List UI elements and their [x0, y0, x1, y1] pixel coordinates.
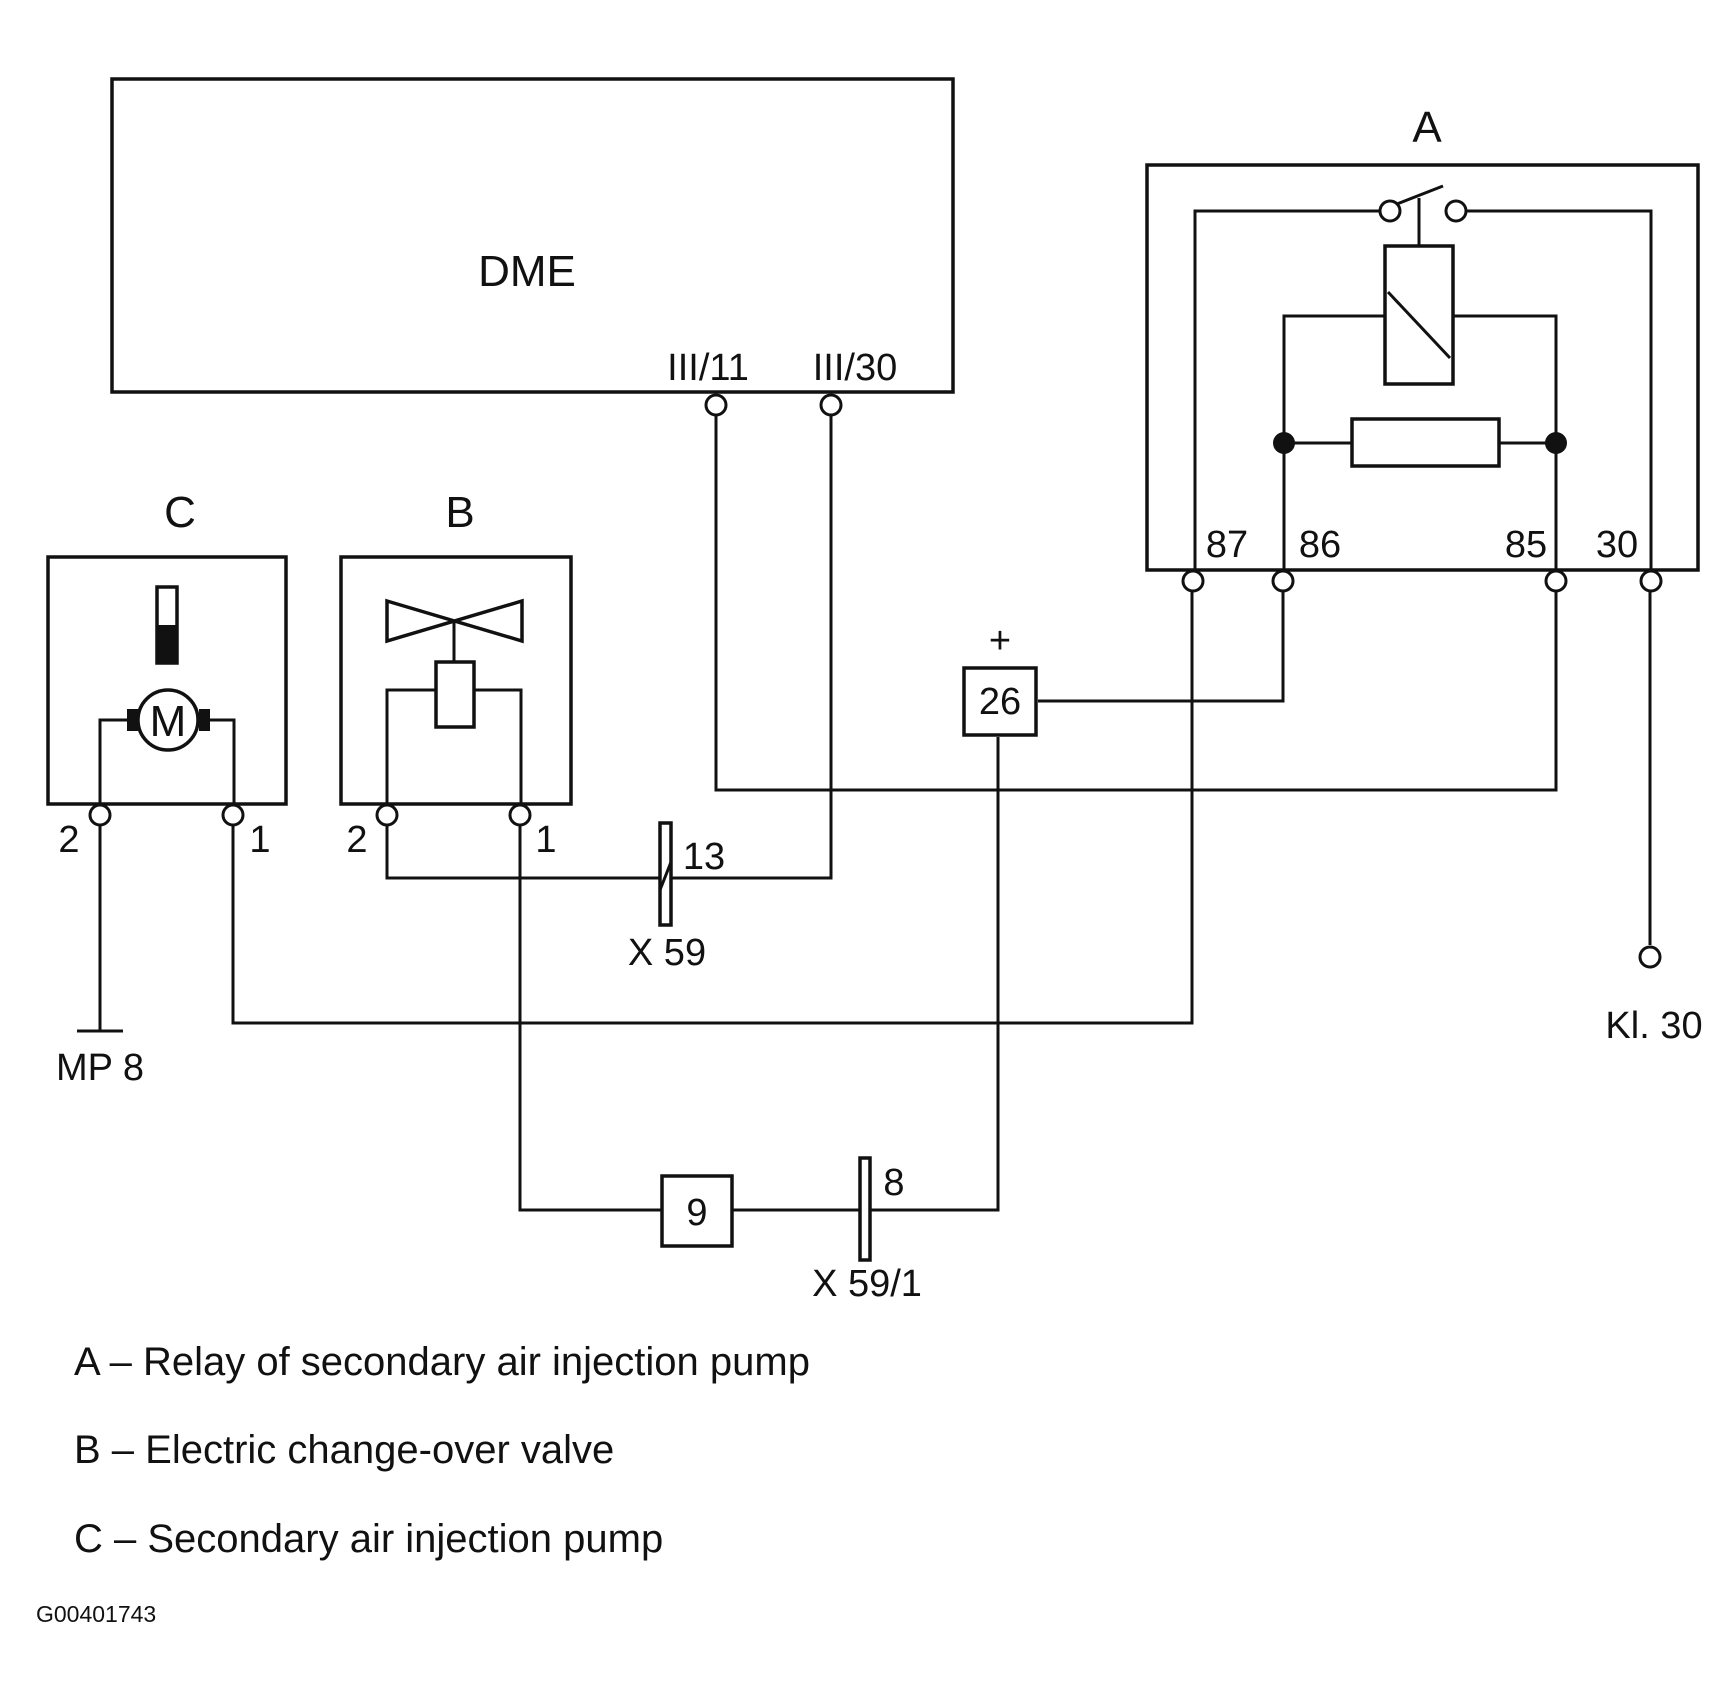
- relay-pin-30: [1639, 569, 1663, 593]
- valve-pin-label-2: 2: [346, 819, 367, 861]
- kl30-terminal: [1638, 945, 1662, 969]
- wires: [77, 415, 1652, 1212]
- box-9: 9: [660, 1174, 734, 1248]
- relay-contact-left: [1378, 199, 1402, 223]
- relay-contact-wire-30: [1466, 209, 1653, 570]
- dme-box: [110, 77, 955, 394]
- relay-pin-85: [1544, 569, 1568, 593]
- dme-pin-iii30: [819, 393, 843, 417]
- connector-x59-hatch: [658, 861, 673, 891]
- pump-internal-wire-left: [98, 718, 131, 804]
- pump-letter: C: [164, 488, 196, 537]
- wire-x59-1-to-box26: [868, 737, 1000, 1212]
- relay-pin-label-86: 86: [1299, 524, 1341, 566]
- pump-motor-label: M: [150, 697, 187, 746]
- dme-label: DME: [478, 247, 576, 296]
- relay-letter: A: [1412, 103, 1442, 152]
- connector-x59-1-bar: [858, 1156, 872, 1262]
- valve-internal-wire-right: [474, 688, 523, 804]
- wire-pump-pin1-to-relay-87: [231, 590, 1194, 1025]
- relay-coil-wire-85: [1453, 314, 1558, 570]
- legend-item-c: C – Secondary air injection pump: [74, 1517, 663, 1561]
- connector-x59-1-pin: 8: [883, 1162, 904, 1204]
- wire-dme-iii11-to-relay-85: [714, 415, 1558, 792]
- relay-pin-label-85: 85: [1505, 524, 1547, 566]
- dme-pin-label-iii11: III/11: [667, 347, 749, 389]
- dme-unit: DME III/11 III/30: [110, 77, 955, 417]
- relay-resistor: [1350, 417, 1501, 468]
- pump-pin-1: [221, 803, 245, 827]
- valve-pin-label-1: 1: [535, 819, 556, 861]
- dme-pin-iii11: [704, 393, 728, 417]
- relay-a: A 87 86 85 30: [1145, 103, 1700, 593]
- valve-pin-2: [375, 803, 399, 827]
- figure-id: G00401743: [36, 1601, 156, 1627]
- kl30-label: Kl. 30: [1605, 1005, 1702, 1047]
- relay-pin-label-87: 87: [1206, 524, 1248, 566]
- fuse-plus-sign: +: [989, 620, 1011, 662]
- relay-coil-wire-86: [1282, 314, 1385, 570]
- wire-box26-to-relay-86: [1038, 590, 1285, 703]
- relay-contact-right: [1444, 199, 1468, 223]
- fuse-box-26-rect: [962, 666, 1038, 737]
- legend-item-b: B – Electric change-over valve: [74, 1428, 614, 1472]
- pump-c: C M 2 1: [46, 488, 288, 861]
- relay-coil-diagonal: [1386, 290, 1452, 360]
- valve-pin-1: [508, 803, 532, 827]
- wire-valve-pin2-to-x59: [385, 825, 660, 880]
- valve-internal-wire-left: [385, 688, 436, 804]
- connector-x59-pin: 13: [683, 836, 725, 878]
- pump-pin-label-1: 1: [249, 819, 270, 861]
- box-9-rect: [660, 1174, 734, 1248]
- pump-pin-label-2: 2: [58, 819, 79, 861]
- relay-node-right: [1545, 432, 1567, 454]
- legend: A – Relay of secondary air injection pum…: [74, 1340, 810, 1561]
- pump-indicator-fill: [157, 625, 177, 663]
- dme-pin-label-iii30: III/30: [813, 347, 898, 389]
- wire-dme-iii30-to-x59: [671, 415, 833, 880]
- connector-x59: 13 X 59: [628, 821, 725, 974]
- fuse-box-26: + 26: [962, 620, 1038, 737]
- valve-letter: B: [445, 488, 474, 537]
- pump-pin-2: [88, 803, 112, 827]
- relay-contact-wire-87: [1193, 209, 1380, 570]
- pump-motor-brush-left: [127, 709, 138, 731]
- relay-pin-86: [1271, 569, 1295, 593]
- relay-node-left: [1273, 432, 1295, 454]
- valve-b: B 2 1: [339, 488, 573, 861]
- relay-switch-blade: [1396, 184, 1444, 206]
- pump-motor-brush-right: [199, 709, 210, 731]
- pump-internal-wire-right: [206, 718, 236, 804]
- box-9-label: 9: [686, 1192, 707, 1234]
- wire-valve-pin1-to-box9: [518, 825, 662, 1212]
- relay-pin-87: [1181, 569, 1205, 593]
- connector-x59-name: X 59: [628, 932, 706, 974]
- relay-coil: [1383, 244, 1455, 386]
- connector-x59-1: 8 X 59/1: [812, 1156, 922, 1305]
- legend-item-a: A – Relay of secondary air injection pum…: [74, 1340, 810, 1384]
- relay-pin-label-30: 30: [1596, 524, 1638, 566]
- pump-motor: [136, 688, 200, 752]
- ground-label: MP 8: [56, 1047, 144, 1089]
- connector-x59-1-name: X 59/1: [812, 1263, 922, 1305]
- valve-solenoid: [434, 660, 476, 729]
- fuse-box-26-label: 26: [979, 681, 1021, 723]
